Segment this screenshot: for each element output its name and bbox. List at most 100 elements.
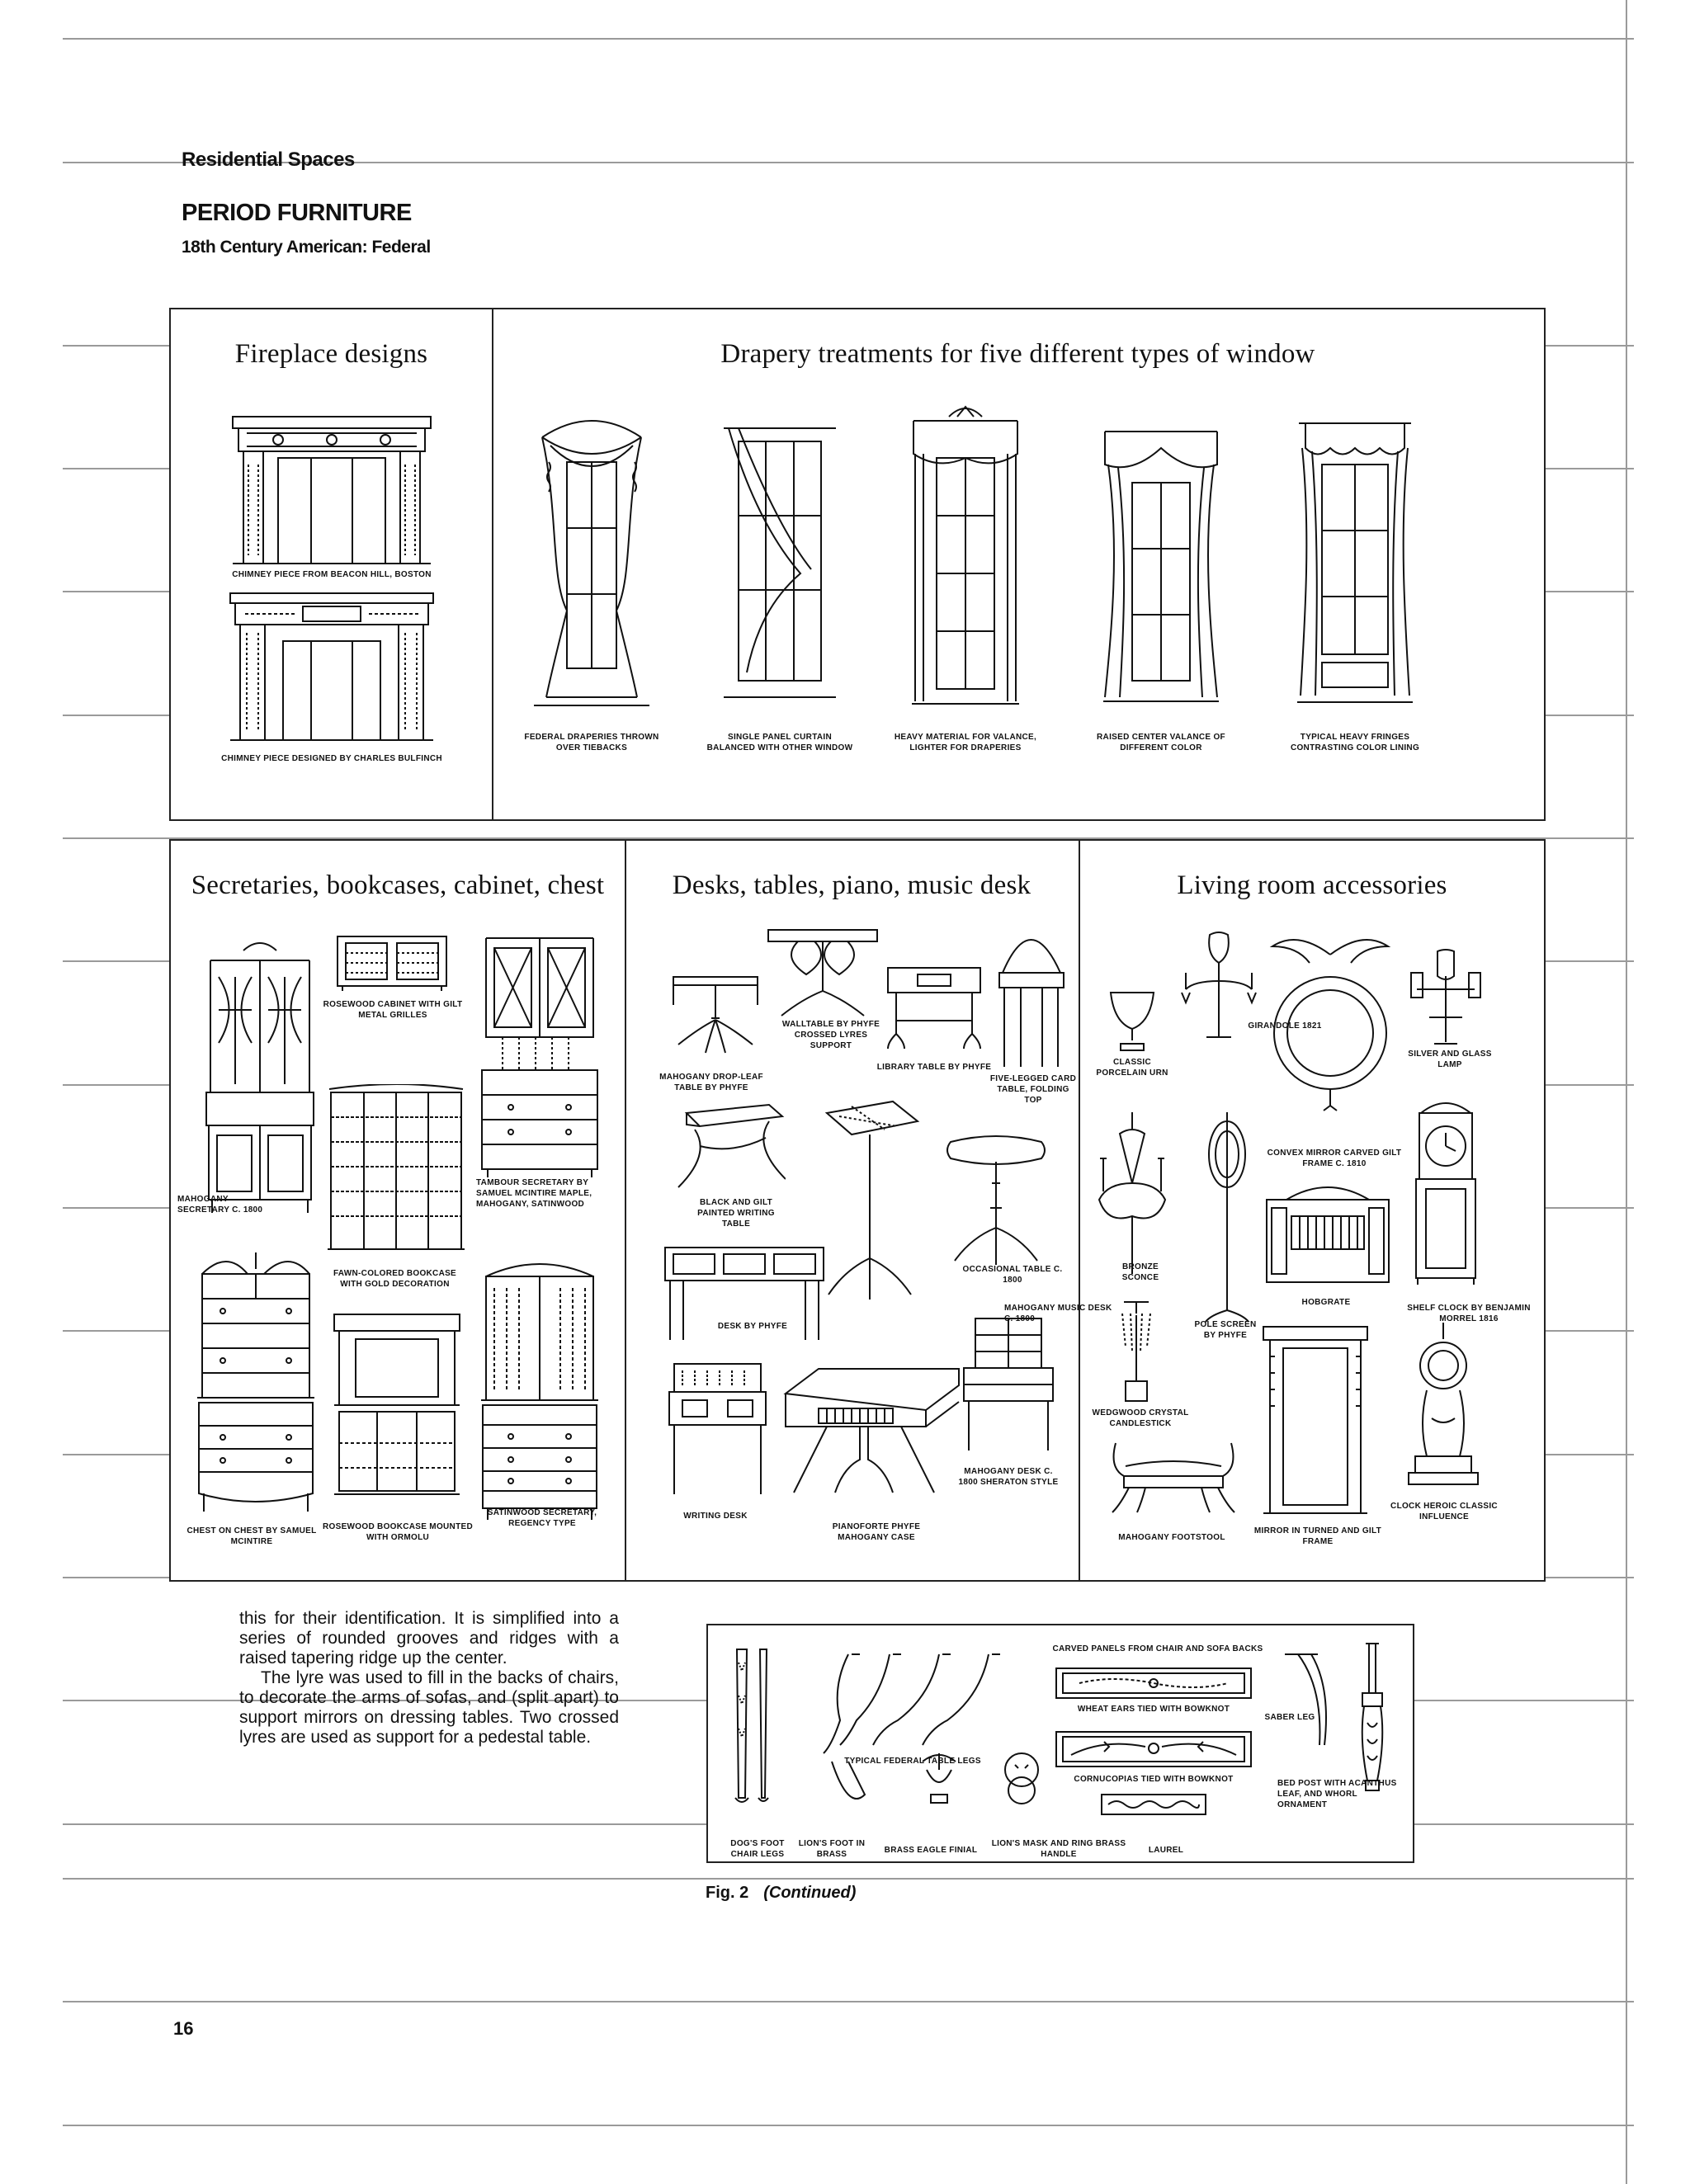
living-caption: CONVEX MIRROR CARVED GILT FRAME c. 1810 [1267, 1149, 1402, 1168]
drop-leaf-table-drawing [670, 969, 761, 1059]
panel-divider [625, 841, 626, 1580]
living-caption: SILVER AND GLASS LAMP [1408, 1050, 1492, 1069]
panel-divider [492, 309, 493, 819]
living-title: Living room accessories [1177, 870, 1447, 900]
top-panel: Fireplace designs Drapery treatments for… [169, 308, 1546, 821]
shelf-clock-drawing [1413, 1097, 1479, 1286]
panel-divider [1079, 841, 1080, 1580]
wheat-ears-panel-drawing [1055, 1667, 1253, 1700]
ruled-line [63, 38, 1634, 40]
living-caption: HOBGRATE [1301, 1298, 1351, 1307]
ruled-line [63, 2001, 1634, 2002]
fireplace-caption: CHIMNEY PIECE FROM BEACON HILL, BOSTON [232, 570, 432, 579]
living-caption: CLOCK HEROIC CLASSIC INFLUENCE [1390, 1502, 1498, 1521]
turned-gilt-mirror-drawing [1262, 1323, 1369, 1521]
bronze-sconce-drawing [1095, 1109, 1169, 1282]
music-desk-drawing [819, 1097, 926, 1303]
window-single-panel-drawing [722, 425, 838, 710]
desks-title: Desks, tables, piano, music desk [672, 870, 1031, 900]
desks-caption: WALLTABLE BY PHYFE CROSSED LYRES SUPPORT [781, 1020, 880, 1050]
desks-caption: LIBRARY TABLE BY PHYFE [876, 1063, 992, 1072]
page-subtitle: 18th Century American: Federal [182, 238, 431, 257]
desks-caption: OCCASIONAL TABLE c. 1800 [962, 1265, 1063, 1285]
pianoforte-drawing [777, 1361, 967, 1509]
secretaries-caption: CHEST ON CHEST BY SAMUEL McINTIRE [186, 1526, 317, 1546]
bed-post-drawing [1348, 1640, 1397, 1793]
section-heading: Residential Spaces [182, 149, 355, 171]
writing-desk-drawing [666, 1361, 769, 1501]
laurel-panel-drawing [1100, 1793, 1207, 1816]
living-caption: BRONZE SCONCE [1121, 1262, 1159, 1282]
middle-panel: Secretaries, bookcases, cabinet, chest D… [169, 839, 1546, 1582]
secretaries-caption: MAHOGANY SECRETARY c. 1800 [177, 1195, 263, 1215]
satinwood-secretary-drawing [478, 1260, 602, 1524]
dogs-foot-chair-legs-drawing [729, 1646, 894, 1811]
silver-glass-lamp-drawing [1404, 948, 1487, 1055]
tambour-secretary-drawing [478, 930, 602, 1177]
cornucopias-panel-drawing [1055, 1730, 1253, 1768]
window-raised-center-valance-drawing [1103, 425, 1219, 710]
details-caption: CARVED PANELS FROM CHAIR AND SOFA BACKS [1052, 1644, 1263, 1653]
brass-hardware-drawing [824, 1745, 1071, 1819]
fawn-bookcase-drawing [326, 1084, 466, 1257]
details-caption: LION'S MASK AND RING BRASS HANDLE [991, 1839, 1126, 1859]
secretaries-title: Secretaries, bookcases, cabinet, chest [191, 870, 605, 900]
page-title: PERIOD FURNITURE [182, 200, 412, 226]
rosewood-bookcase-drawing [331, 1311, 463, 1501]
details-caption: DOG'S FOOT CHAIR LEGS [730, 1839, 785, 1859]
drapery-caption: TYPICAL HEAVY FRINGES CONTRASTING COLOR … [1290, 733, 1420, 752]
desk-by-phyfe-drawing [662, 1243, 827, 1346]
living-caption: MIRROR IN TURNED AND GILT FRAME [1253, 1526, 1382, 1546]
ruled-line [63, 162, 1634, 163]
drapery-caption: HEAVY MATERIAL FOR VALANCE, LIGHTER FOR … [894, 733, 1037, 752]
wedgwood-candlestick-drawing [1116, 1299, 1157, 1406]
porcelain-urn-drawing [1107, 989, 1157, 1055]
window-heavy-fringes-drawing [1297, 415, 1413, 712]
federal-table-legs-drawing [815, 1646, 1030, 1770]
mahogany-desk-drawing [959, 1315, 1058, 1455]
details-caption: BRASS EAGLE FINIAL [884, 1846, 978, 1855]
page-number: 16 [173, 2018, 194, 2039]
ruled-line [63, 1878, 1634, 1880]
chest-on-chest-drawing [194, 1249, 318, 1521]
hobgrate-drawing [1262, 1183, 1394, 1290]
drapery-caption: FEDERAL DRAPERIES THROWN OVER TIEBACKS [524, 733, 659, 752]
body-text: this for their identification. It is sim… [239, 1609, 619, 1748]
secretaries-caption: SATINWOOD SECRETARY, REGENCY TYPE [487, 1508, 597, 1528]
desks-caption: MAHOGANY DROP-LEAF TABLE BY PHYFE [659, 1073, 763, 1092]
window-federal-draperies-drawing [534, 413, 649, 710]
living-caption: WEDGWOOD CRYSTAL CANDLESTICK [1092, 1408, 1189, 1428]
drapery-caption: RAISED CENTER VALANCE OF DIFFERENT COLOR [1097, 733, 1225, 752]
living-caption: POLE SCREEN BY PHYFE [1194, 1320, 1257, 1340]
saber-leg-drawing [1282, 1646, 1331, 1753]
living-caption: SHELF CLOCK BY BENJAMIN MORREL 1816 [1407, 1304, 1531, 1323]
ruled-line [63, 2125, 1634, 2126]
details-caption: TYPICAL FEDERAL TABLE LEGS [844, 1757, 981, 1766]
rosewood-cabinet-drawing [334, 933, 450, 993]
card-table-drawing [996, 923, 1066, 1072]
convex-mirror-drawing [1268, 930, 1392, 1111]
secretaries-caption: TAMBOUR SECRETARY BY SAMUEL McINTIRE MAP… [476, 1178, 592, 1209]
secretaries-caption: ROSEWOOD CABINET WITH GILT METAL GRILLES [323, 1000, 463, 1020]
heroic-clock-drawing [1402, 1319, 1485, 1488]
writing-table-drawing [670, 1097, 786, 1196]
desks-caption: PIANOFORTE PHYFE MAHOGANY CASE [832, 1522, 921, 1542]
details-caption: BED POST WITH ACANTHUS LEAF, AND WHORL O… [1277, 1779, 1397, 1809]
girandole-drawing [1173, 932, 1264, 1047]
window-heavy-valance-drawing [912, 400, 1019, 714]
fireplace-title: Fireplace designs [234, 339, 428, 369]
fireplace-beacon-hill-drawing [229, 415, 435, 568]
details-panel: TYPICAL FEDERAL TABLE LEGS CARVED PANELS… [706, 1624, 1414, 1863]
details-caption: LAUREL [1148, 1846, 1184, 1855]
fireplace-caption: CHIMNEY PIECE DESIGNED BY CHARLES BULFIN… [221, 754, 442, 763]
details-caption: CORNUCOPIAS TIED WITH BOWKNOT [1074, 1775, 1234, 1784]
living-caption: MAHOGANY FOOTSTOOL [1118, 1533, 1225, 1542]
details-caption: WHEAT EARS TIED WITH BOWKNOT [1077, 1705, 1230, 1714]
desks-caption: BLACK AND GILT PAINTED WRITING TABLE [697, 1198, 775, 1229]
body-paragraph: this for their identification. It is sim… [239, 1609, 619, 1667]
figure-note: (Continued) [763, 1884, 857, 1902]
details-caption: LION'S FOOT IN BRASS [798, 1839, 866, 1859]
mahogany-footstool-drawing [1107, 1435, 1239, 1517]
body-paragraph: The lyre was used to fill in the backs o… [239, 1668, 619, 1747]
page-edge-line [1626, 0, 1627, 2184]
